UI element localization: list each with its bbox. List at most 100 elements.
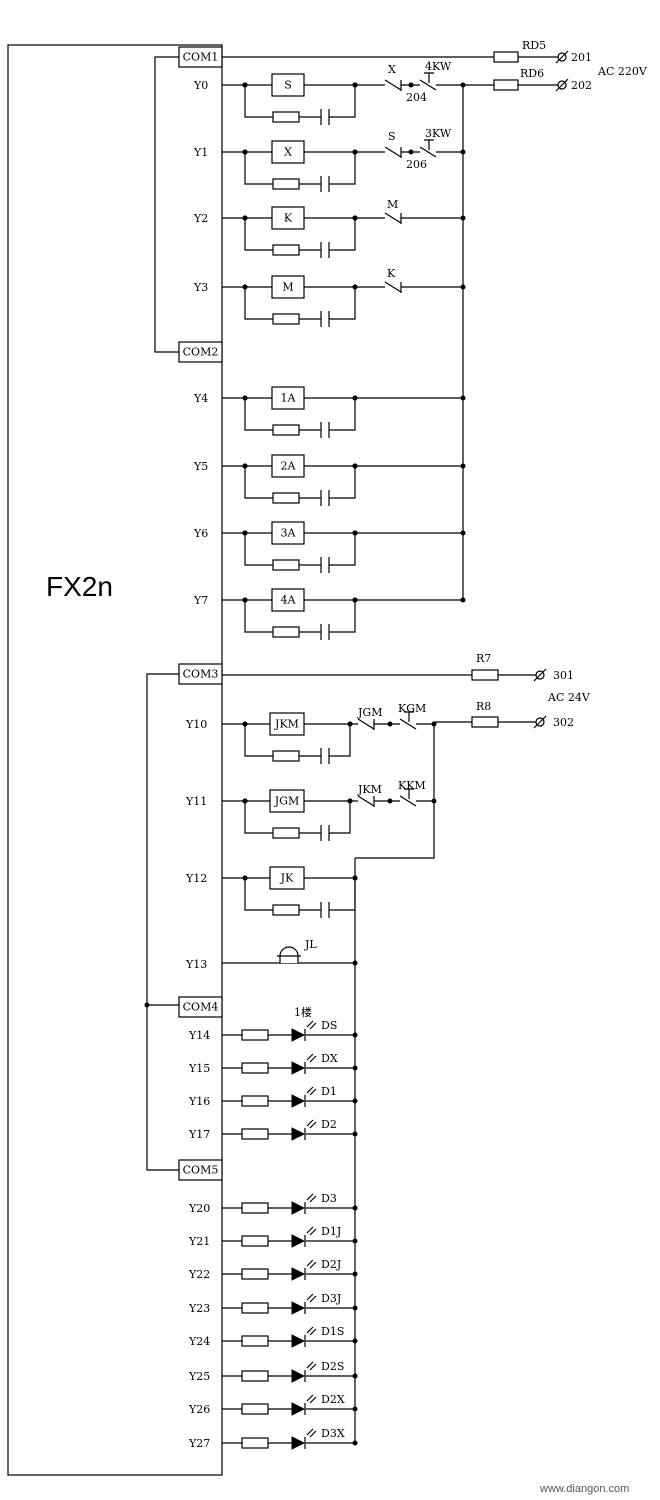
relay-output-label: Y5	[193, 460, 208, 473]
com4-label: COM4	[183, 1001, 219, 1014]
led-icon	[291, 1094, 306, 1108]
led-emission-icon	[306, 1361, 317, 1371]
relay-contact-label: M	[387, 198, 398, 211]
com3-com5-bridge	[146, 673, 179, 1171]
lamp-bus-junction	[352, 1373, 358, 1379]
floor-note: 1楼	[294, 1005, 312, 1019]
led-emission-icon	[306, 1086, 317, 1096]
lamp-row: Y25 D2S	[188, 1360, 358, 1383]
lamp-bus-junction	[352, 1338, 358, 1344]
lamp-resistor	[241, 1202, 269, 1214]
led-emission-icon	[306, 1119, 317, 1129]
relay-coil-label: 4A	[281, 594, 297, 607]
relay-output-label: Y6	[193, 527, 208, 540]
rc-branch-wire	[244, 533, 356, 566]
rc-resistor	[272, 111, 300, 123]
relay-junction	[352, 395, 358, 401]
rc-branch-wire	[244, 801, 351, 834]
lamp-label: DS	[321, 1019, 337, 1032]
brake-coil-label: JK	[280, 872, 294, 885]
res-r8	[471, 716, 499, 728]
led-icon	[291, 1369, 306, 1383]
rc-branch-wire	[244, 466, 356, 499]
relay-contact-label: S	[388, 130, 396, 143]
relay-junction	[352, 530, 358, 536]
com5-label: COM5	[183, 1164, 219, 1177]
lamp-resistor	[241, 1029, 269, 1041]
lamp-output-label: Y17	[188, 1128, 210, 1141]
led-icon	[291, 1234, 306, 1248]
led-icon	[291, 1334, 306, 1348]
relay-junction	[242, 215, 248, 221]
led-emission-icon	[306, 1326, 317, 1336]
com4-box	[178, 996, 223, 1018]
com1-com2-bridge	[154, 56, 179, 353]
led-emission-icon	[306, 1428, 317, 1438]
relay-junction	[242, 82, 248, 88]
rc-branch-wire	[244, 152, 356, 185]
relay-junction	[242, 530, 248, 536]
rc-resistor	[272, 313, 300, 325]
lamp-output-label: Y25	[188, 1370, 210, 1383]
relay-junction	[242, 463, 248, 469]
bell-device-label: JL	[304, 938, 317, 951]
brake-button-contact-button	[404, 788, 414, 799]
com2-label: COM2	[183, 346, 219, 359]
brake-button-contact-blade	[399, 718, 417, 730]
ac220-voltage-label: AC 220V	[597, 65, 648, 78]
relay-junction	[242, 395, 248, 401]
bell-icon	[279, 946, 299, 963]
lamp-output-label: Y15	[188, 1062, 210, 1075]
brake-contact-label: KGM	[398, 702, 426, 715]
lamp-output-label: Y26	[188, 1403, 210, 1416]
lamp-bus-junction	[352, 1032, 358, 1038]
rc-resistor	[272, 178, 300, 190]
relay-junction	[352, 215, 358, 221]
lamp-label: D2S	[321, 1360, 344, 1373]
relay-output-label: Y4	[193, 392, 208, 405]
lamp-output-label: Y23	[188, 1302, 210, 1315]
watermark: www.diangon.com	[539, 1483, 629, 1495]
relay-coil-label: 1A	[281, 392, 297, 405]
relay-contact-label: 4KW	[425, 60, 452, 73]
lamp-label: D1S	[321, 1325, 344, 1338]
com3-label: COM3	[183, 668, 219, 681]
lamp-bus-junction	[352, 1131, 358, 1137]
res-r7-label: R7	[476, 652, 491, 665]
lamp-bus-junction	[352, 1098, 358, 1104]
brake-coil-label: JKM	[274, 718, 299, 731]
brake-node-junction	[387, 721, 393, 727]
brake-output-label: Y10	[185, 718, 207, 731]
led-icon	[291, 1436, 306, 1450]
relay-junction	[352, 463, 358, 469]
brake-output-label: Y12	[185, 872, 207, 885]
led-icon	[291, 1028, 306, 1042]
relay-junction	[242, 597, 248, 603]
rc-branch-wire	[244, 398, 356, 431]
relay-contact-blade	[384, 146, 402, 158]
rc-branch-wire	[244, 287, 356, 320]
fuse-rd5	[493, 51, 519, 63]
lamp-bus-junction	[352, 1406, 358, 1412]
brake-contact-label: JKM	[357, 783, 382, 796]
led-icon	[291, 1267, 306, 1281]
rc-branch-wire	[244, 85, 356, 118]
led-emission-icon	[306, 1293, 317, 1303]
terminal-202-slash	[555, 78, 569, 92]
relay-junction	[352, 597, 358, 603]
led-icon	[291, 1301, 306, 1315]
